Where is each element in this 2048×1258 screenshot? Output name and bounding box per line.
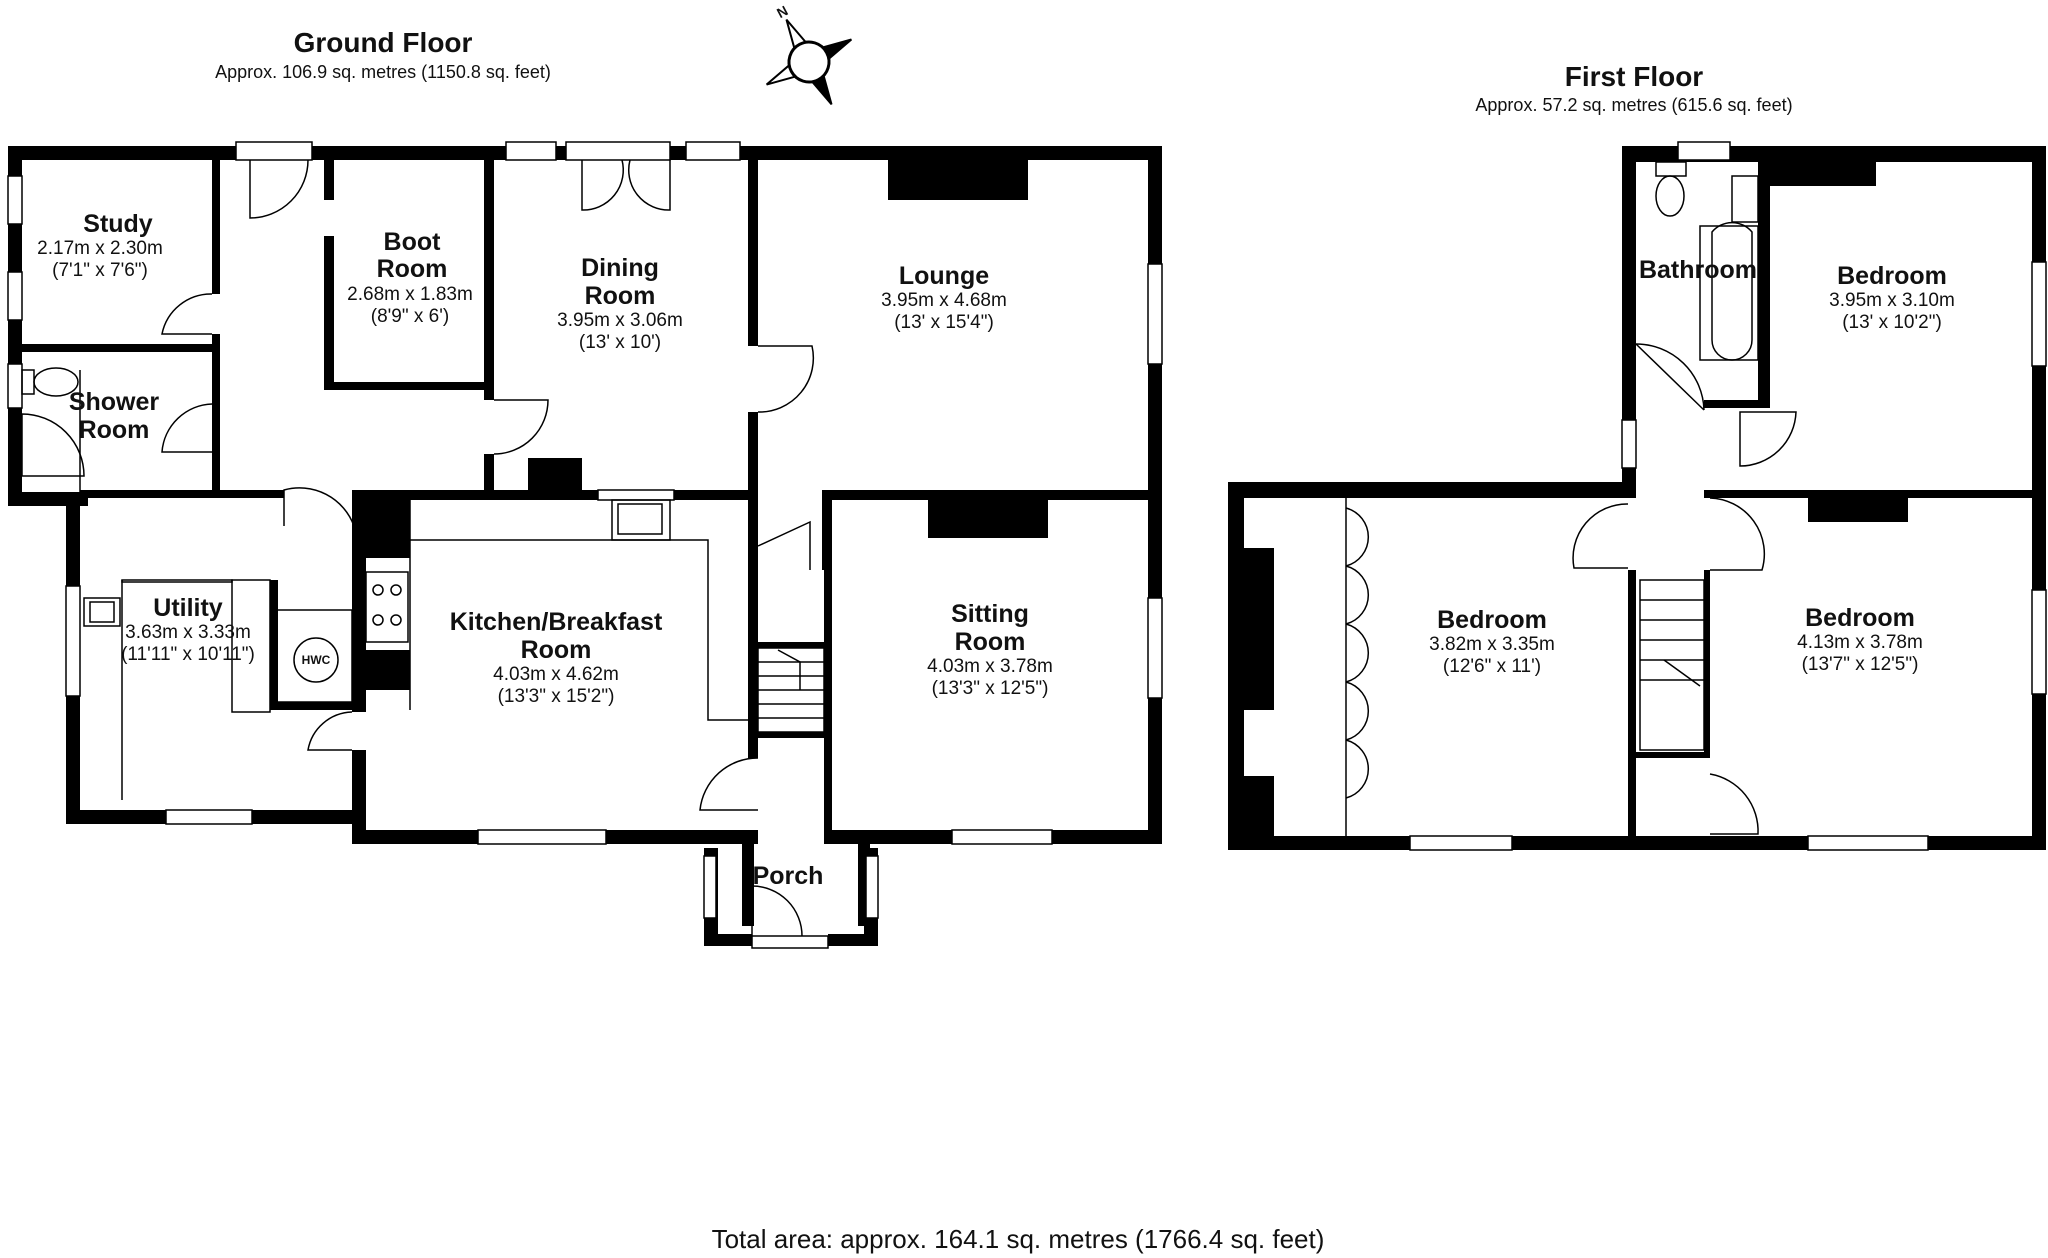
first-floor-title: First Floor — [1565, 61, 1704, 92]
room-name: Room — [521, 636, 592, 664]
ground-floor-title: Ground Floor — [294, 27, 473, 58]
compass-rose: N — [765, 2, 853, 106]
compass-north-label: N — [774, 2, 790, 21]
room-name: Room — [79, 416, 150, 444]
wardrobe-doors — [1345, 498, 1370, 836]
room-metric: 3.95m x 4.68m — [881, 290, 1007, 311]
room-imperial: (11'11" x 10'11") — [121, 644, 255, 665]
room-metric: 4.03m x 3.78m — [927, 656, 1053, 677]
room-metric: 2.17m x 2.30m — [37, 238, 163, 259]
room-metric: 4.03m x 4.62m — [493, 664, 619, 685]
room-name: Room — [955, 628, 1026, 656]
first-floor-area: Approx. 57.2 sq. metres (615.6 sq. feet) — [1475, 95, 1792, 115]
room-name: Lounge — [899, 262, 989, 290]
room-imperial: (13'3" x 12'5") — [932, 678, 1049, 699]
room-name: Room — [377, 255, 448, 283]
room-imperial: (13' x 10') — [579, 332, 661, 353]
kitchen-units — [121, 499, 748, 800]
room-metric: 3.82m x 3.35m — [1429, 634, 1555, 655]
hwc-cylinder: HWC — [271, 609, 353, 703]
bathroom-fixtures — [1655, 161, 1759, 361]
room-metric: 2.68m x 1.83m — [347, 284, 473, 305]
room-labels: Study 2.17m x 2.30m (7'1" x 7'6") Boot R… — [37, 210, 1955, 890]
ground-floor-stairs — [757, 647, 825, 733]
room-name: Kitchen/Breakfast — [450, 608, 663, 636]
first-floor-stairs — [1639, 579, 1705, 751]
shower-room-fixtures — [21, 367, 121, 627]
room-metric: 3.63m x 3.33m — [125, 622, 251, 643]
room-name: Bedroom — [1437, 606, 1547, 634]
room-name: Shower — [69, 388, 160, 416]
first-floor-windows — [1409, 141, 2047, 851]
room-name: Bathroom — [1639, 256, 1757, 284]
room-name: Bedroom — [1837, 262, 1947, 290]
room-name: Study — [83, 210, 153, 238]
room-imperial: (7'1" x 7'6") — [52, 260, 148, 281]
first-floor-doors — [1572, 343, 1797, 835]
room-imperial: (8'9" x 6') — [371, 306, 449, 327]
ground-floor-doors — [161, 159, 815, 937]
room-name: Bedroom — [1805, 604, 1915, 632]
room-name: Boot — [384, 228, 442, 256]
room-imperial: (13' x 15'4") — [894, 312, 994, 333]
room-imperial: (13'3" x 15'2") — [498, 686, 615, 707]
room-metric: 3.95m x 3.10m — [1829, 290, 1955, 311]
room-name: Porch — [753, 862, 824, 890]
room-imperial: (13' x 10'2") — [1842, 312, 1942, 333]
total-area: Total area: approx. 164.1 sq. metres (17… — [712, 1224, 1325, 1254]
room-imperial: (13'7" x 12'5") — [1802, 654, 1919, 675]
room-metric: 4.13m x 3.78m — [1797, 632, 1923, 653]
room-name: Utility — [153, 594, 223, 622]
ground-floor-windows — [7, 141, 1163, 949]
room-metric: 3.95m x 3.06m — [557, 310, 683, 331]
room-imperial: (12'6" x 11') — [1443, 656, 1541, 677]
room-name: Dining — [581, 254, 659, 282]
hwc-label: HWC — [302, 653, 331, 667]
room-name: Sitting — [951, 600, 1029, 628]
first-floor-walls — [1228, 146, 2046, 850]
room-name: Room — [585, 282, 656, 310]
ground-floor-area: Approx. 106.9 sq. metres (1150.8 sq. fee… — [215, 62, 551, 82]
